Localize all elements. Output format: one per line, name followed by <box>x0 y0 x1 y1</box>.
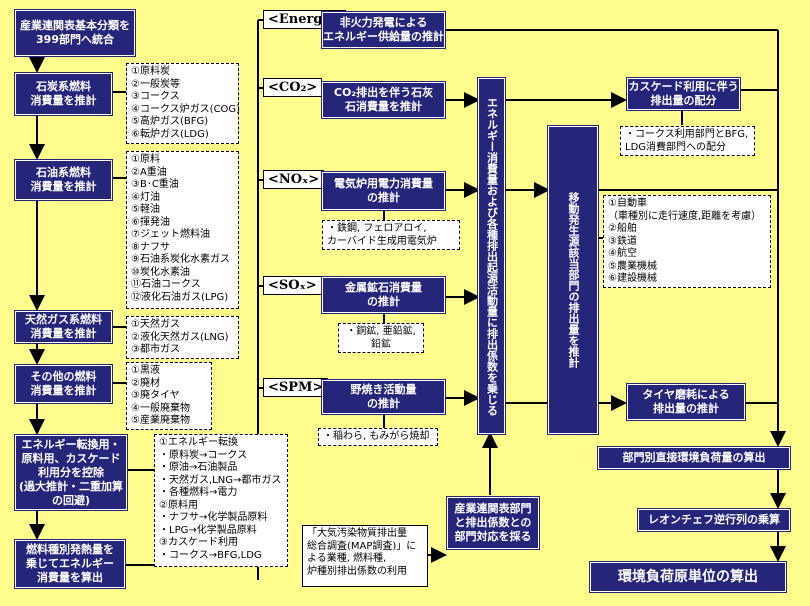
list-item: ④航空 <box>608 248 637 259</box>
step-direct-load: 部門別直接環境負荷量の算出 <box>598 447 790 469</box>
list-item: ①自動車 <box>608 198 647 209</box>
list-item: ⑩炭化水素油 <box>131 266 190 278</box>
list-item: ③鉄道 <box>608 235 637 247</box>
gas-fuel-list: ①天然ガス ②液化天然ガス(LNG) ③都市ガス <box>126 316 239 359</box>
electric-furnace-note: ・鉄鋼, フェロアロイ, カーバイド生成用電気炉 <box>322 220 460 250</box>
note-line: 炉種別排出係数の利用 <box>307 565 407 577</box>
step-other-fuel: その他の燃料 消費量を推計 <box>15 365 112 403</box>
list-item: ⑥揮発油 <box>131 216 170 228</box>
note-line: LDG消費部門への配分 <box>625 141 727 153</box>
list-item: ⑤高炉ガス(BFG) <box>131 116 209 127</box>
step-non-thermal-power: 非火力発電による エネルギー供給量の推計 <box>322 12 445 48</box>
list-item: ・ナフサ→化学製品原料 <box>159 512 268 523</box>
list-item: ④一般廃棄物 <box>131 402 190 414</box>
step-deduct-conversion: エネルギー転換用・ 原料用、カスケード 利用分を控除 (過大推計・二重加算 の回… <box>15 435 127 510</box>
note-line: カーバイド生成用電気炉 <box>327 235 437 247</box>
step-open-burning: 野焼き活動量 の推計 <box>322 380 445 414</box>
tag-nox: <NOₓ> <box>263 170 325 189</box>
list-item: ⑫液化石油ガス(LPG) <box>131 291 229 303</box>
central-emission-factor-step: エネルギー消費量および各種排出起源活動量に排出係数を乗じる <box>478 78 505 434</box>
list-item: ⑥建設機械 <box>608 273 657 284</box>
note-line: ・コークス利用部門とBFG, <box>625 129 749 140</box>
list-item: ②一般炭等 <box>131 78 180 90</box>
list-item: ・原料炭→コークス <box>159 449 248 461</box>
step-leontief: レオンチェフ逆行列の乗算 <box>638 509 790 531</box>
cascade-note: ・コークス利用部門とBFG, LDG消費部門への配分 <box>620 126 755 156</box>
note-line: ・鉄鋼, フェロアロイ, <box>327 223 427 234</box>
conversion-list: ①エネルギー転換 ・原料炭→コークス ・原油→石油製品 ・天然ガス,LNG→都市… <box>154 434 288 567</box>
step-integrate-sectors: 産業連関表基本分類を 399部門へ統合 <box>15 10 135 56</box>
list-item: ・各種燃料→電力 <box>159 487 238 498</box>
list-item: ②廃材 <box>131 377 160 389</box>
note-line: ・稲わら, もみがら焼却 <box>323 431 430 442</box>
list-item: ②船舶 <box>608 223 637 234</box>
step-final-intensity: 環境負荷原単位の算出 <box>590 562 786 592</box>
coal-fuel-list: ①原料炭 ②一般炭等 ③コークス ④コークス炉ガス(COG) ⑤高炉ガス(BFG… <box>126 63 241 144</box>
list-item: ①原料 <box>131 154 160 165</box>
list-item: ⑤産業廃棄物 <box>131 415 190 426</box>
list-item: ⑦ジェット燃料油 <box>131 229 210 240</box>
list-item: ⑪石油コークス <box>131 279 201 290</box>
step-electric-furnace: 電気炉用電力消費量 の推計 <box>322 172 445 210</box>
metal-ore-note: ・銅鉱, 亜鉛鉱, 鉛鉱 <box>338 323 424 353</box>
list-item: ・LPG→化学製品原料 <box>159 524 257 536</box>
step-metal-ore: 金属鉱石消費量 の推計 <box>322 277 445 313</box>
step-limestone: CO₂排出を伴う石灰 石消費量を推計 <box>322 82 445 118</box>
list-item: ・コークス→BFG,LDG <box>159 549 262 561</box>
step-gas-fuel: 天然ガス系燃料 消費量を推計 <box>15 311 112 343</box>
note-line: 鉛鉱 <box>371 338 391 350</box>
note-line: 「大気汚染物質排出量 <box>307 528 407 539</box>
step-cascade-allocation: カスケード利用に伴う 排出量の配分 <box>627 78 740 110</box>
step-coal-fuel: 石炭系燃料 消費量を推計 <box>15 73 112 115</box>
tag-co2: <CO₂> <box>263 78 323 97</box>
list-item: ④コークス炉ガス(COG) <box>131 103 241 115</box>
mobile-source-step: 移動発生源該当部門の排出量を推計 <box>548 126 598 434</box>
list-item: ③廃タイヤ <box>131 390 180 401</box>
open-burning-note: ・稲わら, もみがら焼却 <box>318 428 438 446</box>
step-oil-fuel: 石油系燃料 消費量を推計 <box>15 160 112 200</box>
list-item: ⑨石油系炭化水素ガス <box>131 254 230 265</box>
map-survey-note: 「大気汚染物質排出量 総合調査(MAP調査)」に よる業種, 燃料種, 炉種別排… <box>302 525 428 587</box>
list-item: ⑤農業機械 <box>608 260 657 272</box>
list-item: ③コークス <box>131 91 180 102</box>
oil-fuel-list: ①原料 ②A重油 ③B･C重油 ④灯油 ⑤軽油 ⑥揮発油 ⑦ジェット燃料油 ⑧ナ… <box>126 151 239 309</box>
list-item: ⑥転炉ガス(LDG) <box>131 128 209 140</box>
list-item: ②液化天然ガス(LNG) <box>131 331 229 343</box>
note-line: 総合調査(MAP調査)」に <box>307 540 417 552</box>
list-item: ①天然ガス <box>131 319 180 330</box>
step-tire-wear: タイヤ磨耗による 排出量の推計 <box>627 384 745 420</box>
tag-spm: <SPM> <box>263 378 329 397</box>
list-item: ①黒液 <box>131 365 160 376</box>
list-item: ①エネルギー転換 <box>159 437 238 448</box>
other-fuel-list: ①黒液 ②廃材 ③廃タイヤ ④一般廃棄物 ⑤産業廃棄物 <box>126 362 212 430</box>
list-item: ⑧ナフサ <box>131 241 170 253</box>
list-item: （車種別に走行速度,距離を考慮） <box>608 210 762 222</box>
list-item: ・天然ガス,LNG→都市ガス <box>159 474 282 486</box>
list-item: ④灯油 <box>131 191 160 203</box>
step-energy-consumption: 燃料種別発熱量を 乗じてエネルギー 消費量を算出 <box>15 540 125 588</box>
list-item: ①原料炭 <box>131 66 170 77</box>
list-item: ⑤軽油 <box>131 204 160 215</box>
list-item: ・原油→石油製品 <box>159 462 238 473</box>
list-item: ②A重油 <box>131 166 167 178</box>
note-line: よる業種, 燃料種, <box>307 553 387 564</box>
step-sector-correspondence: 産業連関表部門 と排出係数との 部門対応を採る <box>447 497 539 549</box>
list-item: ②原料用 <box>159 499 198 511</box>
list-item: ③カスケード利用 <box>159 537 238 548</box>
note-line: ・銅鉱, 亜鉛鉱, <box>346 326 416 337</box>
list-item: ③B･C重油 <box>131 179 179 190</box>
vehicle-list: ①自動車 （車種別に走行速度,距離を考慮） ②船舶 ③鉄道 ④航空 ⑤農業機械 … <box>603 195 771 288</box>
list-item: ③都市ガス <box>131 344 180 355</box>
tag-sox: <SOₓ> <box>263 276 322 295</box>
